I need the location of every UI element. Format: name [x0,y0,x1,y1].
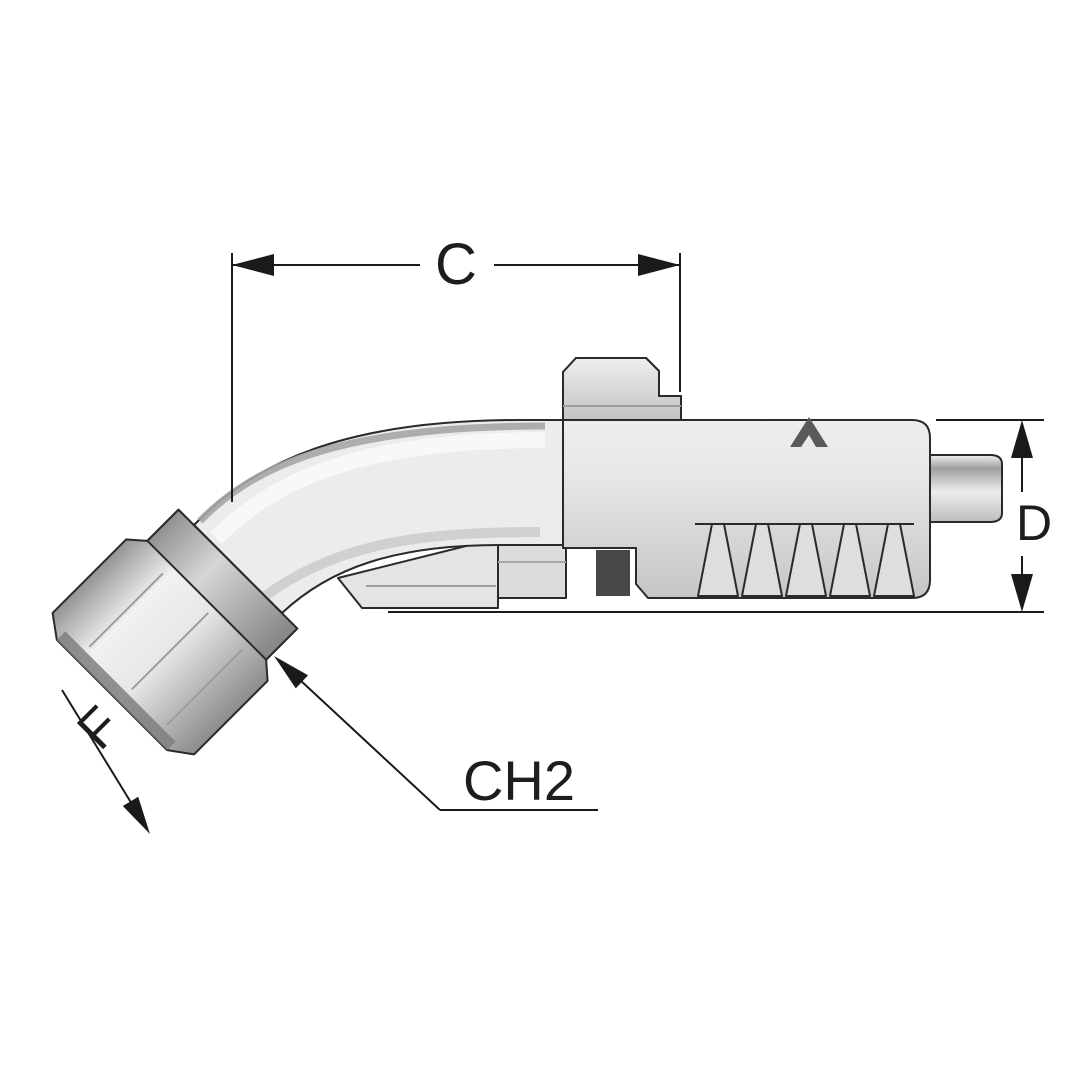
tube-lower-shade-band [259,527,541,603]
brand-logo-icon [790,417,828,447]
dimension-d-arrow-down [1011,574,1033,612]
stem-collar [497,544,567,599]
tube-shadow-band [197,422,546,524]
leader-ch2 [274,656,598,811]
leader-ch2-line [285,666,441,811]
hose-tail-stub [929,454,1003,523]
swivel-nut [51,508,299,756]
dimension-c-arrow-left [232,254,274,276]
shell-cap [562,357,682,421]
crimp-shell [562,357,931,599]
dimension-c-label: C [435,232,477,297]
leader-ch2-arrow [274,656,308,689]
nut-collar [146,508,299,661]
shell-corrugations [697,523,915,597]
dimension-d-arrow-up [1011,420,1033,458]
dimension-f [61,689,150,834]
nut-hex-flat-line [88,572,164,648]
dimension-f-arrow [122,796,150,834]
nut-face-band [56,631,176,751]
dimension-c-arrow-right [638,254,680,276]
elbow-tube [193,419,564,614]
tube-highlight-band [210,432,546,544]
dimension-d [388,419,1044,613]
nut-hex-flat-line [131,612,209,691]
nut-hex-flat-line [166,649,243,726]
shell-gap-slot [596,550,630,596]
dimension-d-label: D [1016,495,1052,551]
fitting-body [51,357,1003,756]
leader-ch2-label: CH2 [463,749,575,812]
dimension-c [231,253,681,502]
